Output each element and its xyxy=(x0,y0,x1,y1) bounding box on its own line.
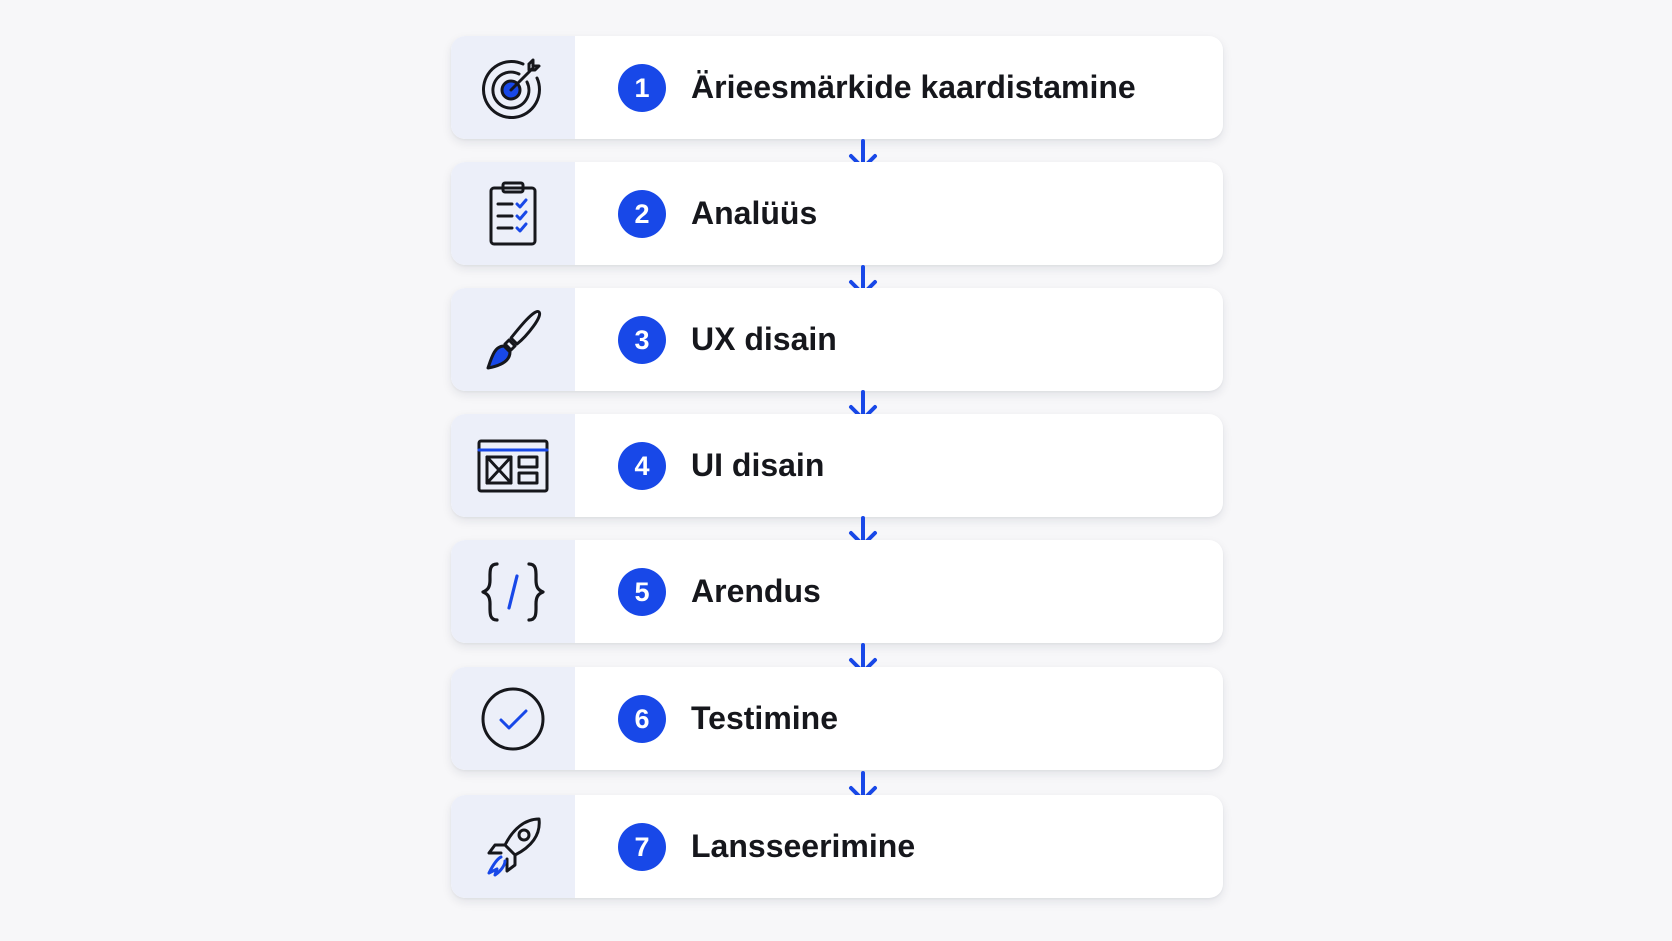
icon-container xyxy=(451,288,575,391)
step-number-badge: 3 xyxy=(618,316,666,364)
step-number-badge: 1 xyxy=(618,64,666,112)
step-label: Lansseerimine xyxy=(691,828,916,864)
step-card-7: 7 Lansseerimine xyxy=(451,795,1223,898)
step-card-1: 1 Ärieesmärkide kaardistamine xyxy=(451,36,1223,139)
icon-container xyxy=(451,414,575,517)
step-label: Analüüs xyxy=(691,195,818,231)
code-braces-icon xyxy=(481,561,545,622)
step-card-2: 2 Analüüs xyxy=(451,162,1223,265)
icon-container xyxy=(451,667,575,770)
paintbrush-icon xyxy=(486,309,542,369)
clipboard-checklist-icon xyxy=(489,181,537,245)
icon-container xyxy=(451,162,575,265)
step-number-badge: 5 xyxy=(618,568,666,616)
step-label: UI disain xyxy=(691,447,825,483)
step-card-6: 6 Testimine xyxy=(451,667,1223,770)
icon-container xyxy=(451,540,575,643)
wireframe-layout-icon xyxy=(477,439,549,492)
icon-container xyxy=(451,36,575,139)
step-card-5: 5 Arendus xyxy=(451,540,1223,643)
rocket-icon xyxy=(487,817,541,876)
step-number-badge: 7 xyxy=(618,823,666,871)
step-card-4: 4 UI disain xyxy=(451,414,1223,517)
step-label: Testimine xyxy=(691,700,838,736)
step-card-3: 3 UX disain xyxy=(451,288,1223,391)
step-number-badge: 4 xyxy=(618,442,666,490)
target-icon xyxy=(481,58,541,119)
step-label: UX disain xyxy=(691,321,837,357)
step-number-badge: 6 xyxy=(618,695,666,743)
step-label: Ärieesmärkide kaardistamine xyxy=(691,69,1136,105)
step-number-badge: 2 xyxy=(618,190,666,238)
step-label: Arendus xyxy=(691,573,821,609)
icon-container xyxy=(451,795,575,898)
check-circle-icon xyxy=(481,687,545,750)
